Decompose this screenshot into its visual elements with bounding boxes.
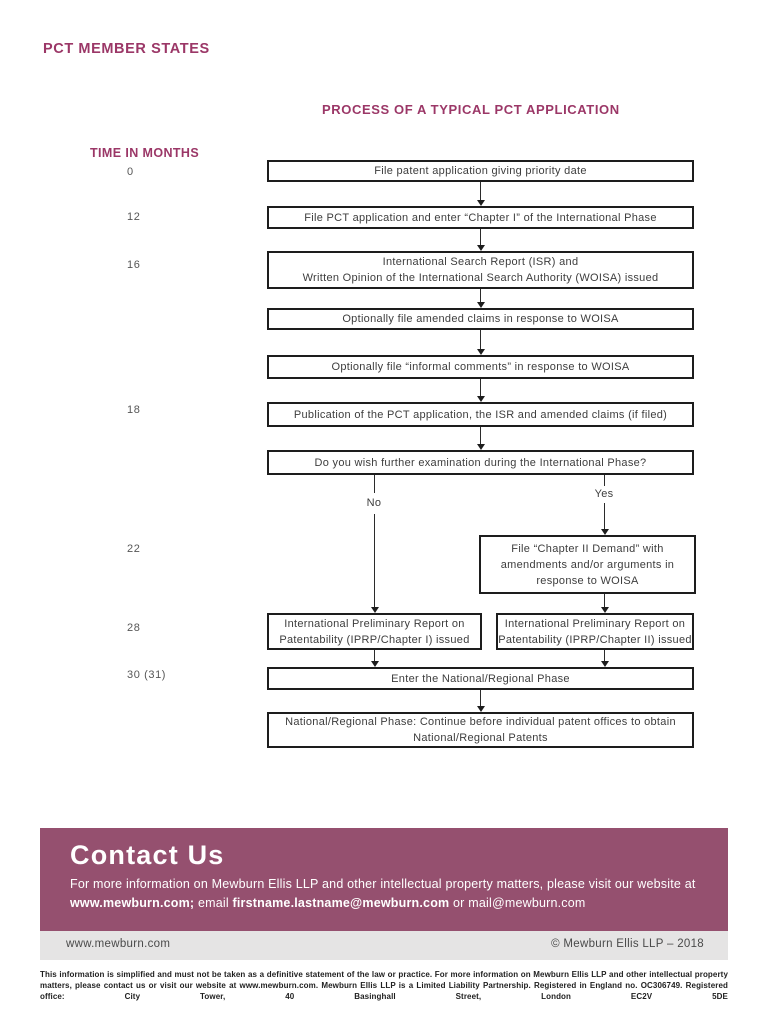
flow-box-text: International Preliminary Report on Pate… xyxy=(498,617,692,646)
contact-email-label: email xyxy=(194,896,233,910)
flow-box-text: Optionally file amended claims in respon… xyxy=(342,313,619,325)
flow-box-publication: Publication of the PCT application, the … xyxy=(267,402,694,427)
timeline-mark-22: 22 xyxy=(127,543,141,555)
arrow-down-icon xyxy=(477,444,485,450)
timeline-mark-18: 18 xyxy=(127,404,141,416)
page-title: PCT MEMBER STATES xyxy=(43,41,210,57)
arrow-down-line xyxy=(604,594,605,607)
branch-no-line xyxy=(374,475,375,493)
flow-box-iprp-chapter1: International Preliminary Report on Pate… xyxy=(267,613,482,650)
arrow-down-line xyxy=(480,182,481,200)
contact-text-line2: www.mewburn.com; email firstname.lastnam… xyxy=(70,896,586,910)
flow-box-national-phase: Enter the National/Regional Phase xyxy=(267,667,694,690)
flow-box-isr-woisa: International Search Report (ISR) and Wr… xyxy=(267,251,694,289)
contact-heading: Contact Us xyxy=(70,840,225,870)
flow-box-file-patent: File patent application giving priority … xyxy=(267,160,694,182)
flow-box-text: File patent application giving priority … xyxy=(374,165,587,177)
branch-yes-line xyxy=(604,475,605,486)
diagram-title: PROCESS OF A TYPICAL PCT APPLICATION xyxy=(322,102,620,117)
flow-box-informal-comments: Optionally file “informal comments” in r… xyxy=(267,355,694,379)
flow-box-amended-claims: Optionally file amended claims in respon… xyxy=(267,308,694,330)
flow-box-file-pct: File PCT application and enter “Chapter … xyxy=(267,206,694,229)
flow-box-text: Enter the National/Regional Phase xyxy=(391,672,570,685)
flow-box-iprp-chapter2: International Preliminary Report on Pate… xyxy=(496,613,694,650)
legal-disclaimer: This information is simplified and must … xyxy=(40,970,728,1001)
timeline-mark-12: 12 xyxy=(127,211,141,223)
arrow-down-icon xyxy=(601,661,609,667)
branch-yes-line xyxy=(604,503,605,529)
branch-no-label: No xyxy=(366,497,382,509)
contact-website-link: www.mewburn.com; xyxy=(70,896,195,910)
flow-box-text: File “Chapter II Demand” with amendments… xyxy=(500,542,675,587)
flow-box-chapter2-demand: File “Chapter II Demand” with amendments… xyxy=(479,535,696,594)
contact-email-link: firstname.lastname@mewburn.com xyxy=(232,896,450,910)
arrow-down-icon xyxy=(371,661,379,667)
branch-yes-label: Yes xyxy=(594,488,614,500)
timeline-mark-28: 28 xyxy=(127,622,141,634)
flow-box-text: Publication of the PCT application, the … xyxy=(293,408,668,421)
flow-box-national-patents: National/Regional Phase: Continue before… xyxy=(267,712,694,748)
footer-copyright: © Mewburn Ellis LLP – 2018 xyxy=(551,938,704,950)
timeline-heading: TIME IN MONTHS xyxy=(90,146,200,160)
footer-bar: www.mewburn.com © Mewburn Ellis LLP – 20… xyxy=(40,931,728,960)
arrow-down-line xyxy=(480,330,481,349)
contact-text-line1: For more information on Mewburn Ellis LL… xyxy=(70,877,696,891)
arrow-down-line xyxy=(604,650,605,661)
arrow-down-line xyxy=(480,289,481,302)
arrow-down-icon xyxy=(477,396,485,402)
arrow-down-line xyxy=(374,650,375,661)
arrow-down-icon xyxy=(477,706,485,712)
contact-section: Contact Us For more information on Mewbu… xyxy=(40,828,728,931)
flow-box-text: Optionally file “informal comments” in r… xyxy=(331,361,630,373)
flow-box-text: File PCT application and enter “Chapter … xyxy=(304,211,657,224)
arrow-down-icon xyxy=(477,349,485,355)
contact-mail-alt: or mail@mewburn.com xyxy=(449,896,586,910)
flow-box-decision: Do you wish further examination during t… xyxy=(267,450,694,475)
arrow-down-icon xyxy=(371,607,379,613)
arrow-down-line xyxy=(480,427,481,444)
arrow-down-icon xyxy=(601,529,609,535)
arrow-down-icon xyxy=(477,302,485,308)
flow-box-text: International Search Report (ISR) and Wr… xyxy=(302,256,659,284)
footer-website: www.mewburn.com xyxy=(66,938,171,950)
flow-box-text: Do you wish further examination during t… xyxy=(314,456,647,469)
arrow-down-line xyxy=(480,690,481,706)
timeline-mark-16: 16 xyxy=(127,259,141,271)
timeline-mark-0: 0 xyxy=(127,166,134,178)
arrow-down-line xyxy=(480,229,481,245)
flow-box-text: International Preliminary Report on Pate… xyxy=(279,617,470,646)
arrow-down-icon xyxy=(477,245,485,251)
arrow-down-icon xyxy=(477,200,485,206)
flow-box-text: National/Regional Phase: Continue before… xyxy=(285,716,676,744)
timeline-mark-30-31: 30 (31) xyxy=(127,669,167,681)
branch-no-line xyxy=(374,514,375,607)
arrow-down-icon xyxy=(601,607,609,613)
arrow-down-line xyxy=(480,379,481,396)
